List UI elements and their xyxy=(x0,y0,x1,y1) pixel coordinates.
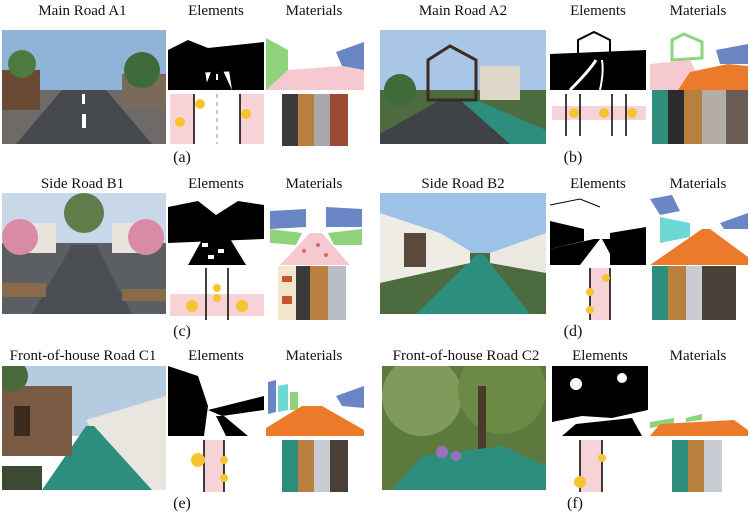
panel-d-materials-regions xyxy=(650,193,748,265)
panel-d-elements-segmentation xyxy=(550,193,646,265)
panel-b-title: Main Road A2 xyxy=(418,3,508,19)
panel-f-elements-heading: Elements xyxy=(572,348,628,364)
panel-e-render xyxy=(2,366,166,490)
panel-e-elements-segmentation xyxy=(168,366,264,436)
panel-f-title: Front-of-house Road C2 xyxy=(392,348,540,364)
panel-c-elements-segmentation xyxy=(168,193,264,265)
panel-b-materials-regions xyxy=(650,30,748,90)
panel-a-label: (a) xyxy=(173,149,191,166)
panel-a-material-swatches xyxy=(282,94,348,146)
panel-e-materials-heading: Materials xyxy=(285,348,343,364)
panel-c-material-swatches xyxy=(278,266,346,320)
panel-b-elements-segmentation xyxy=(550,30,646,90)
panel-f-materials-regions xyxy=(650,366,748,436)
panel-e-title: Front-of-house Road C1 xyxy=(9,348,157,364)
panel-b-material-swatches xyxy=(652,90,748,144)
panel-d-render xyxy=(380,193,546,314)
panel-f-elements-segmentation xyxy=(552,366,648,436)
panel-f-elements-diagram xyxy=(568,440,620,492)
panel-d-elements-heading: Elements xyxy=(570,176,626,192)
panel-e-materials-regions xyxy=(266,366,364,436)
panel-c-render xyxy=(2,193,166,314)
panel-a-elements-heading: Elements xyxy=(188,3,244,19)
panel-b-elements-diagram xyxy=(552,94,646,136)
panel-d-label: (d) xyxy=(563,323,583,340)
panel-e-elements-heading: Elements xyxy=(188,348,244,364)
panel-a-title: Main Road A1 xyxy=(38,3,127,19)
panel-b-elements-heading: Elements xyxy=(570,3,626,19)
panel-a-elements-diagram xyxy=(170,94,264,144)
panel-e-material-swatches xyxy=(282,440,348,492)
panel-a-materials-regions xyxy=(266,30,364,90)
panel-e-label: (e) xyxy=(173,495,191,512)
panel-b-label: (b) xyxy=(563,149,583,166)
panel-c-label: (c) xyxy=(173,323,191,340)
panel-f-material-swatches xyxy=(672,440,722,492)
panel-c-elements-heading: Elements xyxy=(188,176,244,192)
panel-a-materials-heading: Materials xyxy=(285,3,343,19)
panel-c-materials-heading: Materials xyxy=(285,176,343,192)
panel-b-render xyxy=(380,30,546,144)
panel-f-render xyxy=(382,366,546,490)
panel-d-material-swatches xyxy=(652,266,736,320)
panel-a-elements-segmentation xyxy=(168,30,264,90)
panel-f-materials-heading: Materials xyxy=(669,348,727,364)
panel-c-title: Side Road B1 xyxy=(40,176,125,192)
panel-d-materials-heading: Materials xyxy=(669,176,727,192)
panel-b-materials-heading: Materials xyxy=(669,3,727,19)
panel-c-elements-diagram xyxy=(170,268,264,320)
panel-a-render xyxy=(2,30,166,144)
panel-d-elements-diagram xyxy=(580,268,620,320)
panel-d-title: Side Road B2 xyxy=(421,176,505,192)
panel-c-materials-regions xyxy=(266,193,364,265)
panel-e-elements-diagram xyxy=(186,440,238,492)
panel-f-label: (f) xyxy=(567,495,583,512)
